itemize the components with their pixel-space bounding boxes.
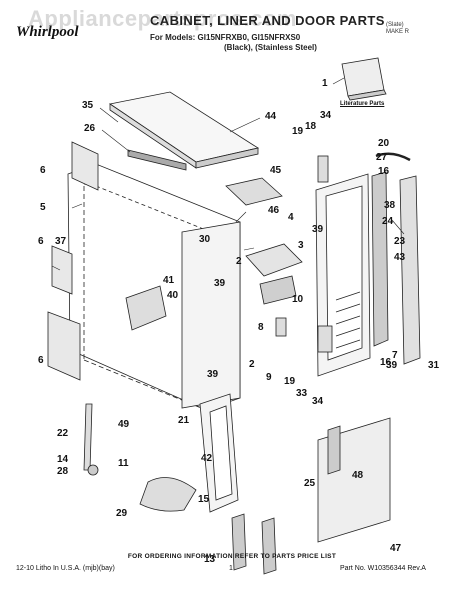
callout-3: 3 <box>298 240 304 251</box>
callout-13: 13 <box>204 554 216 565</box>
watermark: Appliancepartspros.com <box>28 6 297 31</box>
callout-6b: 6 <box>38 236 44 247</box>
callout-46: 46 <box>268 205 280 216</box>
callout-16a: 16 <box>378 166 390 177</box>
callout-24: 24 <box>382 216 394 227</box>
callout-15: 15 <box>198 494 210 505</box>
header-code: (Slate) MAKE R <box>386 22 410 35</box>
callout-49: 49 <box>118 419 130 430</box>
callout-28: 28 <box>57 466 69 477</box>
deflector-part <box>125 285 167 331</box>
drain-tube-part <box>83 403 93 471</box>
top-cover-part <box>108 91 260 169</box>
callout-16b: 16 <box>380 357 392 368</box>
callout-31: 31 <box>428 360 440 371</box>
callout-18: 18 <box>305 121 317 132</box>
callout-19b: 19 <box>284 376 296 387</box>
leg-part-a <box>231 513 247 571</box>
callout-23: 23 <box>394 236 406 247</box>
lower-hinge-part <box>317 325 333 353</box>
callout-4: 4 <box>288 212 294 223</box>
callout-43: 43 <box>394 252 406 263</box>
callout-26: 26 <box>84 123 96 134</box>
part-number: Part No. W10356344 Rev.A <box>340 565 426 572</box>
callout-35: 35 <box>82 100 94 111</box>
literature-booklet-part <box>341 57 387 101</box>
callout-5: 5 <box>40 202 46 213</box>
litho-info: 12-10 Litho In U.S.A. (mjb)(bay) <box>16 565 115 572</box>
callout-27: 27 <box>376 152 388 163</box>
seal-strip-part <box>127 149 187 171</box>
callout-39b: 39 <box>214 278 226 289</box>
callout-7: 7 <box>392 350 398 361</box>
callout-25: 25 <box>304 478 316 489</box>
model-numbers: For Models: GI15NFRXB0, GI15NFRXS0 <box>150 33 301 42</box>
rear-bracket-part <box>71 141 99 191</box>
callout-37: 37 <box>55 236 67 247</box>
callout-48: 48 <box>352 470 364 481</box>
drain-cap-part <box>87 464 99 476</box>
callout-42: 42 <box>201 453 213 464</box>
door-panel-part <box>399 175 421 365</box>
callout-30: 30 <box>199 234 211 245</box>
callout-21: 21 <box>178 415 190 426</box>
side-panel-part <box>47 311 81 381</box>
callout-29: 29 <box>116 508 128 519</box>
callout-20: 20 <box>378 138 390 149</box>
chute-housing-part <box>259 275 297 305</box>
callout-34b: 34 <box>312 396 324 407</box>
door-handle-part <box>375 152 411 162</box>
ice-scoop-part <box>139 477 197 512</box>
callout-44: 44 <box>265 111 277 122</box>
callout-19a: 19 <box>292 126 304 137</box>
callout-6a: 6 <box>40 165 46 176</box>
callout-45: 45 <box>270 165 282 176</box>
callout-14: 14 <box>57 454 69 465</box>
callout-47: 47 <box>390 543 402 554</box>
callout-34a: 34 <box>320 110 332 121</box>
callout-40: 40 <box>167 290 179 301</box>
callout-8: 8 <box>258 322 264 333</box>
callout-33: 33 <box>296 388 308 399</box>
callout-41: 41 <box>163 275 175 286</box>
callout-6c: 6 <box>38 355 44 366</box>
callout-39c: 39 <box>207 369 219 380</box>
literature-parts-label: Literature Parts <box>340 101 385 107</box>
hinge-part <box>317 155 329 183</box>
diagram-title: CABINET, LINER AND DOOR PARTS <box>150 13 385 28</box>
callout-38: 38 <box>384 200 396 211</box>
door-assembly-part <box>315 173 371 377</box>
callout-2b: 2 <box>249 359 255 370</box>
ordering-note: FOR ORDERING INFORMATION REFER TO PARTS … <box>127 553 337 560</box>
callout-22: 22 <box>57 428 69 439</box>
door-gasket-part <box>371 171 389 347</box>
callout-2a: 2 <box>236 256 242 267</box>
leg-part-b <box>261 517 277 575</box>
insulation-pad-part <box>225 177 283 206</box>
callout-39a: 39 <box>312 224 324 235</box>
hinge-pin-part <box>275 317 287 337</box>
callout-9: 9 <box>266 372 272 383</box>
page-number: 1 <box>229 565 233 572</box>
cabinet-body-part <box>67 163 241 411</box>
callout-10: 10 <box>292 294 304 305</box>
hinge-bracket-part <box>51 245 73 295</box>
callout-1: 1 <box>322 78 328 89</box>
brand-logo: Whirlpool <box>16 24 79 40</box>
callout-11: 11 <box>118 458 129 469</box>
ice-chute-part <box>245 243 303 277</box>
model-variants: (Black), (Stainless Steel) <box>224 43 317 52</box>
callout-39d: 39 <box>386 360 398 371</box>
